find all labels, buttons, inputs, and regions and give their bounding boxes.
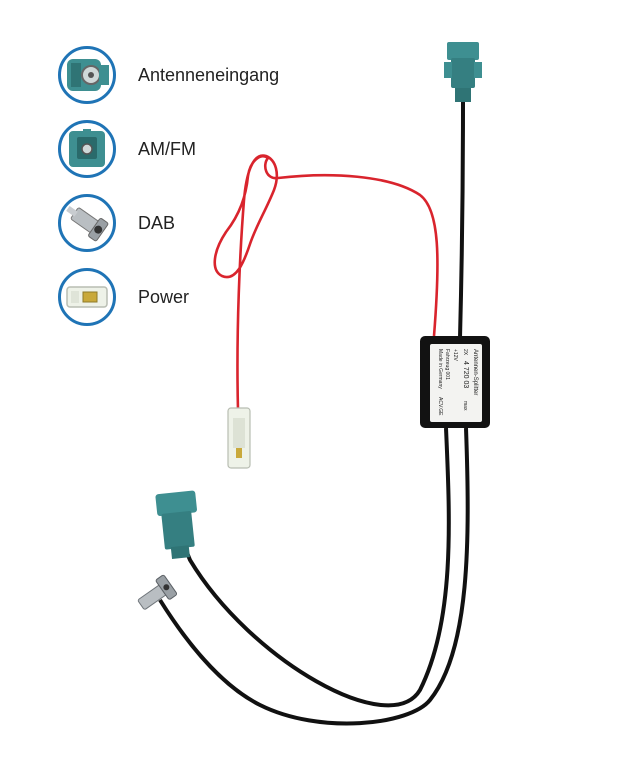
- fakra-male-connector-icon: [58, 46, 116, 104]
- am-fm-cable: [178, 427, 451, 708]
- power-plug: [227, 407, 251, 469]
- splitter-label-line-3: max: [462, 401, 468, 411]
- antenna-input-cable: [458, 99, 465, 339]
- fakra-input-connector: [444, 42, 482, 102]
- legend-label-dab: DAB: [138, 212, 176, 233]
- splitter-box: [420, 336, 490, 428]
- smb-dab-connector: [137, 574, 178, 610]
- splitter-label-line-2: 4 720 03: [462, 361, 469, 388]
- legend-power: Power: [58, 265, 189, 329]
- legend-label-antenna-input: Antenneneingang: [138, 64, 280, 85]
- splitter-label-line-1: 2X: [462, 349, 468, 356]
- legend-dab: DAB: [58, 191, 175, 255]
- splitter-label-line-6: Made in Germany: [437, 349, 443, 389]
- splitter-label-line-0: Antennen-Splitter: [472, 349, 478, 395]
- power-wire: [213, 154, 439, 411]
- splitter-label-line-4: +12V: [452, 349, 458, 361]
- smb-angled-connector-icon: [58, 194, 116, 252]
- splitter-label-line-7: ACV.GE: [437, 397, 443, 416]
- legend-antenna-input: Antenneneingang: [58, 43, 279, 107]
- splitter-label-line-5: Fahrzeug 001: [444, 349, 450, 380]
- power-plug-icon: [58, 268, 116, 326]
- legend-am-fm: AM/FM: [58, 117, 196, 181]
- splitter-label: Antennen-Splitter 2X 4 720 03 max +12V F…: [437, 349, 478, 416]
- fakra-am-fm-connector: [155, 490, 197, 560]
- fakra-female-connector-icon: [58, 120, 116, 178]
- legend-label-am-fm: AM/FM: [138, 138, 196, 159]
- dab-cable: [158, 427, 470, 726]
- legend-label-power: Power: [138, 286, 190, 307]
